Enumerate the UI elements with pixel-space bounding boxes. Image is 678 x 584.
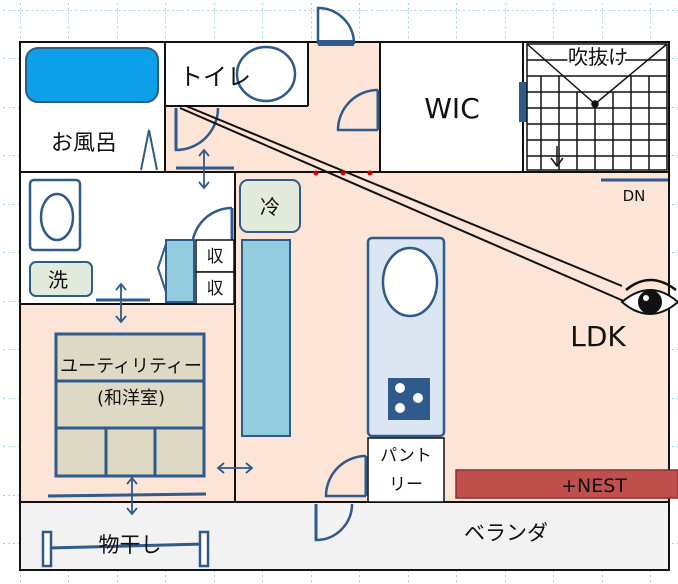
back-counter <box>241 239 291 437</box>
label-drying: 物干し <box>99 533 162 557</box>
veranda-door-swing <box>314 503 354 542</box>
label-washer: 洗 <box>48 268 68 292</box>
label-pantry-line2: リー <box>389 475 423 495</box>
label-utility-line1: ユーティリティー <box>60 356 202 377</box>
storage-bottom-box <box>195 271 235 305</box>
sightlines <box>179 105 627 303</box>
dot-3 <box>367 170 373 176</box>
hall-door-swing <box>336 88 379 132</box>
storage-door-icon <box>156 243 167 293</box>
label-storage-bottom: 収 <box>207 279 224 299</box>
label-utility-line2: (和洋室) <box>97 388 165 409</box>
toilet-bowl <box>235 45 297 103</box>
entry-door-leaf <box>318 40 354 46</box>
eye-icon <box>620 278 678 315</box>
drying-pole <box>41 530 210 568</box>
hall-floor-top <box>308 42 380 106</box>
stairs <box>526 43 668 171</box>
washer-box <box>29 261 93 297</box>
label-fridge: 冷 <box>260 195 280 219</box>
kitchen-sink <box>381 246 439 318</box>
fridge-box <box>239 179 301 233</box>
pantry-door-swing <box>324 454 367 498</box>
stove-icon <box>388 378 430 420</box>
tatami-mats <box>54 332 206 478</box>
dot-2 <box>340 170 346 176</box>
bath-door-icon <box>140 129 158 171</box>
bathtub <box>25 47 159 103</box>
nest-bar <box>455 469 678 499</box>
label-pantry-line1: パント <box>380 446 432 466</box>
utility-sill <box>47 492 207 498</box>
label-ldk: LDK <box>570 320 626 353</box>
label-dn: DN <box>623 187 646 205</box>
toilet-door-swing <box>174 107 220 152</box>
label-wic: WIC <box>424 92 480 125</box>
dimension-arrows <box>115 148 254 516</box>
label-toilet: トイレ <box>179 63 251 91</box>
label-bath: お風呂 <box>51 131 117 156</box>
pantry-box <box>367 437 445 503</box>
wic-door <box>519 82 527 122</box>
entry-door-swing <box>316 6 356 45</box>
label-storage-top: 収 <box>207 247 224 267</box>
wic-floor <box>380 42 523 172</box>
dot-1 <box>313 170 319 176</box>
wash-basin-bowl <box>39 192 75 242</box>
veranda-floor <box>20 502 669 570</box>
storage-shelf <box>165 239 195 303</box>
label-veranda: ベランダ <box>464 521 548 545</box>
label-atrium: 吹抜け <box>568 45 628 69</box>
label-nest: +NEST <box>561 475 627 497</box>
